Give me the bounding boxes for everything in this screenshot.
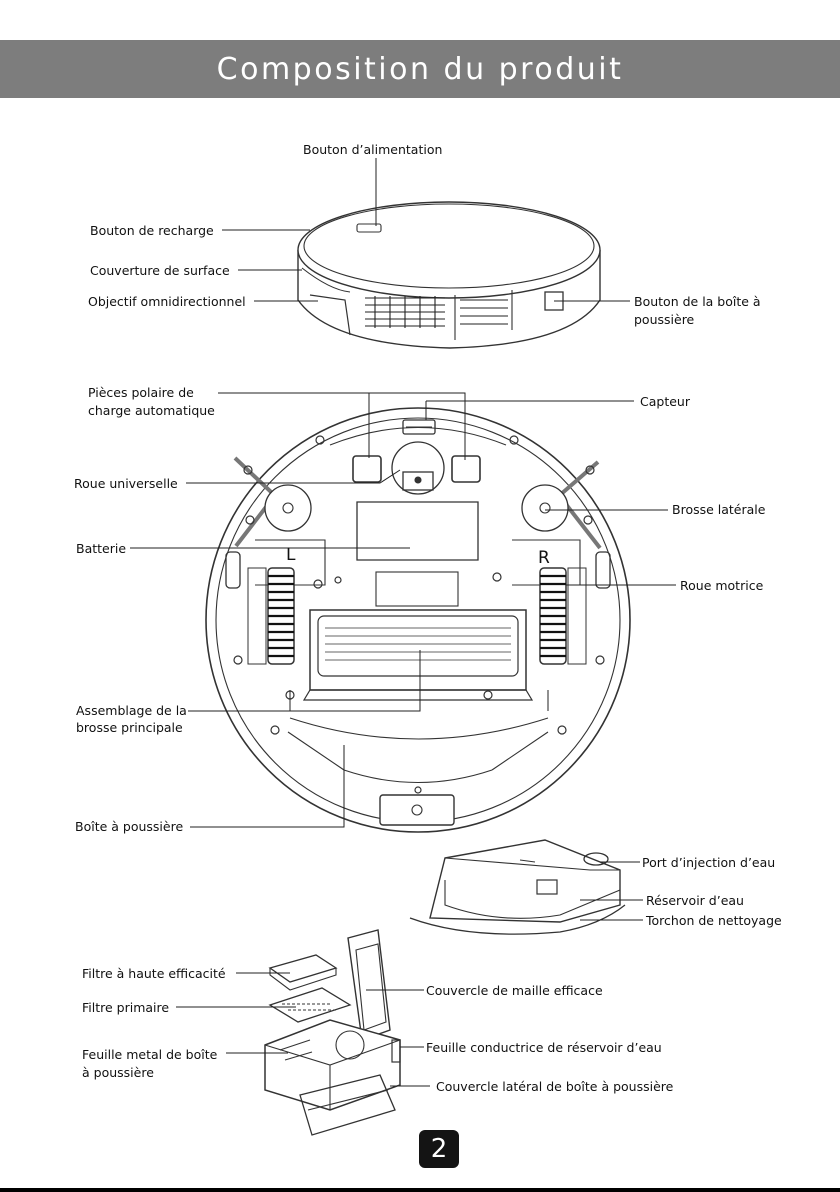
vent-grille	[365, 296, 508, 328]
label-water-port: Port d’injection d’eau	[642, 854, 775, 871]
wheel-mark-right: R	[538, 550, 550, 567]
label-hepa-filter: Filtre à haute efficacité	[82, 965, 226, 982]
label-mop: Torchon de nettoyage	[646, 912, 782, 929]
robot-bottom-view	[206, 408, 630, 832]
label-side-brush: Brosse latérale	[672, 501, 765, 518]
label-recharge-button: Bouton de recharge	[90, 222, 214, 239]
label-drive-wheel: Roue motrice	[680, 577, 763, 594]
label-side-cover: Couvercle latéral de boîte à poussière	[436, 1078, 673, 1095]
label-power-button: Bouton d’alimentation	[303, 141, 442, 158]
dust-box-exploded	[265, 930, 400, 1135]
label-conductive-sheet: Feuille conductrice de réservoir d’eau	[426, 1039, 662, 1056]
label-omni-lens: Objectif omnidirectionnel	[88, 293, 246, 310]
robot-top-view	[298, 202, 600, 348]
label-mesh-cover: Couvercle de maille efficace	[426, 982, 603, 999]
wheel-mark-left: L	[286, 547, 295, 564]
page-number: 2	[419, 1130, 459, 1168]
label-battery: Batterie	[76, 540, 126, 557]
label-primary-filter: Filtre primaire	[82, 999, 169, 1016]
bottom-rule	[0, 1188, 840, 1192]
label-main-brush-line2: brosse principale	[76, 719, 183, 736]
label-dust-box: Boîte à poussière	[75, 818, 183, 835]
label-dustbox-button-line2: poussière	[634, 311, 694, 328]
label-sensor: Capteur	[640, 393, 690, 410]
label-metal-sheet-line2: à poussière	[82, 1064, 154, 1081]
label-main-brush-line1: Assemblage de la	[76, 702, 187, 719]
label-universal-wheel: Roue universelle	[74, 475, 178, 492]
label-dustbox-button-line1: Bouton de la boîte à	[634, 293, 761, 310]
label-charge-poles-line1: Pièces polaire de	[88, 384, 194, 401]
label-water-tank: Réservoir d’eau	[646, 892, 744, 909]
label-surface-cover: Couverture de surface	[90, 262, 230, 279]
label-charge-poles-line2: charge automatique	[88, 402, 215, 419]
label-metal-sheet-line1: Feuille metal de boîte	[82, 1046, 217, 1063]
